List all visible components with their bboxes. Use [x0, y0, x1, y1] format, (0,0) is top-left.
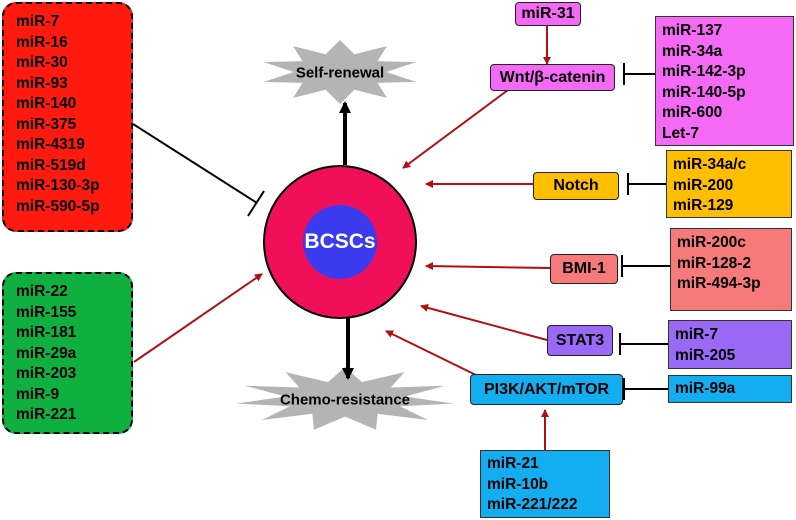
mirna-item: miR-130-3p — [16, 177, 100, 194]
inhibit-bar-left — [247, 190, 265, 217]
pi3k-activator-mirnas: miR-21 miR-10b miR-221/222 — [480, 450, 610, 518]
wnt-inhibitor-mirnas: miR-137 miR-34a miR-142-3p miR-140-5p miR-60… — [655, 16, 794, 146]
mirna-item: miR-142-3p — [662, 63, 746, 80]
activate-wnt-to-bcscs — [402, 89, 509, 169]
self-renewal-label: Self-renewal — [295, 64, 385, 82]
mirna-item: Let-7 — [662, 124, 700, 142]
activation-arrows — [133, 26, 551, 450]
mirna-item: miR-29a — [16, 344, 77, 362]
mirna-item: miR-140 — [16, 95, 77, 112]
activate-pi3k-to-bcscs — [385, 330, 481, 378]
mirna-item: miR-200c — [677, 234, 746, 251]
stat3-node: STAT3 — [547, 325, 613, 356]
mirna-item: miR-203 — [16, 365, 77, 382]
mirna-item: miR-7 — [16, 13, 60, 30]
bcscs-label: BCSCs — [304, 230, 376, 253]
mirna-item: miR-93 — [16, 74, 68, 92]
wnt-beta-catenin-node: Wnt/β-catenin — [490, 64, 615, 91]
mir-31-node: miR-31 — [515, 2, 581, 26]
mirna-item: miR-140-5p — [662, 83, 746, 101]
notch-node: Notch — [533, 172, 619, 200]
mirna-item: miR-99a — [675, 380, 736, 397]
mirna-item: miR-221/222 — [487, 496, 578, 513]
mirna-item: miR-137 — [662, 22, 723, 39]
mirna-item: miR-21 — [487, 455, 539, 472]
mirna-item: miR-200 — [673, 176, 734, 194]
pi3k-akt-mtor-node: PI3K/AKT/mTOR — [470, 374, 623, 405]
mirna-item: miR-519d — [16, 156, 86, 174]
mirna-item: miR-10b — [487, 475, 549, 493]
chemo-resistance-burst — [236, 367, 454, 430]
mirna-item: miR-494-3p — [677, 275, 761, 292]
mirna-item: miR-34a — [662, 42, 723, 60]
mirna-item: miR-155 — [16, 303, 77, 321]
chemo-resistance-label: Chemo-resistance — [279, 391, 411, 409]
inhibit-left-to-bcscs — [132, 123, 258, 204]
activate-bmi1-to-bcscs — [425, 262, 551, 271]
stat3-inhibitor-mirnas: miR-7 miR-205 — [668, 320, 792, 369]
notch-inhibitor-mirnas: miR-34a/c miR-200 miR-129 — [666, 150, 792, 218]
mirna-item: miR-181 — [16, 324, 77, 341]
bmi-1-inhibitor-mirnas: miR-200c miR-128-2 miR-494-3p — [670, 228, 792, 311]
mirna-item: miR-128-2 — [677, 254, 752, 272]
inhibition-lines — [132, 63, 670, 400]
mirna-item: miR-590-5p — [16, 197, 100, 215]
mirna-group-promoters: miR-22 miR-155 miR-181 miR-29a miR-203 miR-9 m… — [2, 272, 133, 434]
mirna-item: miR-205 — [675, 346, 736, 364]
activate-stat3-to-bcscs — [420, 303, 548, 341]
self-renewal-burst — [263, 40, 417, 104]
mirna-item: miR-221 — [16, 406, 77, 423]
mirna-item: miR-600 — [662, 104, 723, 121]
mirna-item: miR-22 — [16, 283, 68, 300]
mirna-item: miR-16 — [16, 33, 68, 51]
mirna-item: miR-34a/c — [673, 156, 747, 173]
mirna-item: miR-30 — [16, 54, 68, 71]
mirna-item: miR-4319 — [16, 136, 85, 153]
pi3k-inhibitor-mirnas: miR-99a — [668, 375, 792, 403]
bcscs-inner-circle — [303, 205, 377, 279]
mirna-item: miR-375 — [16, 115, 77, 133]
mirna-item: miR-9 — [16, 385, 60, 403]
activate-left-green-to-bcscs — [133, 273, 263, 363]
bmi-1-node: BMI-1 — [550, 254, 618, 284]
mirna-group-suppressors: miR-7 miR-16 miR-30 miR-93 miR-140 miR-375 miR… — [2, 2, 133, 232]
mirna-item: miR-7 — [675, 326, 719, 343]
mirna-item: miR-129 — [673, 197, 734, 214]
